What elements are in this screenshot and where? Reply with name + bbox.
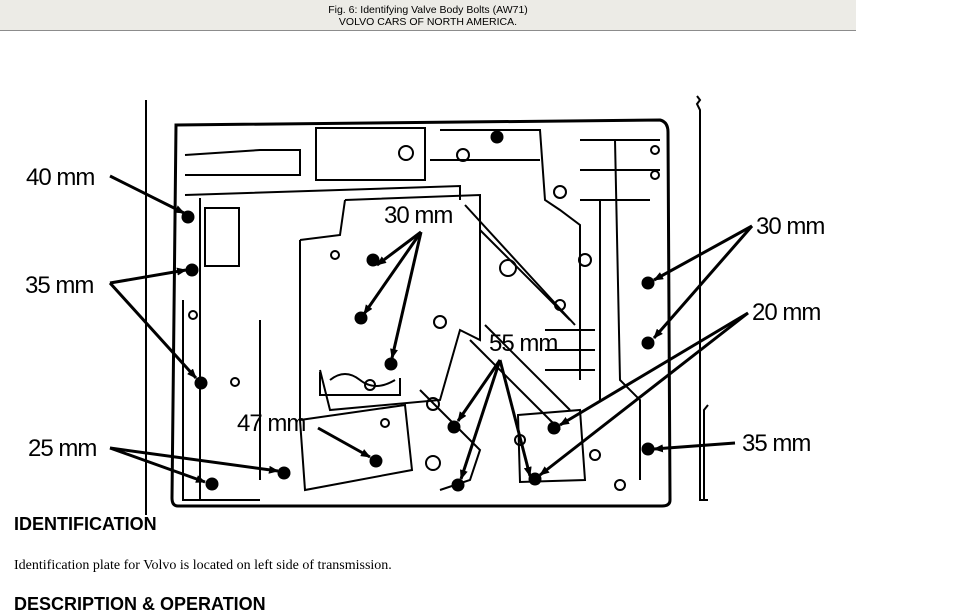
label-25mm: 25 mm: [28, 435, 96, 462]
label-30mm-center: 30 mm: [384, 202, 452, 229]
figure-caption-bar: Fig. 6: Identifying Valve Body Bolts (AW…: [0, 0, 856, 31]
label-55mm: 55 mm: [489, 330, 557, 357]
port-holes: [188, 145, 660, 491]
label-20mm: 20 mm: [752, 299, 820, 326]
figure-caption-title: Fig. 6: Identifying Valve Body Bolts (AW…: [328, 4, 528, 16]
label-35mm-right: 35 mm: [742, 430, 810, 457]
label-35mm-left: 35 mm: [25, 272, 93, 299]
label-30mm-right: 30 mm: [756, 213, 824, 240]
identification-heading: IDENTIFICATION: [14, 514, 157, 534]
valve-body-outline: [145, 95, 709, 515]
leader-arrows: [108, 174, 754, 484]
bolt-markers: [181, 130, 655, 492]
identification-text: Identification plate for Volvo is locate…: [14, 558, 392, 573]
label-40mm: 40 mm: [26, 164, 94, 191]
figure-caption-credit: VOLVO CARS OF NORTH AMERICA.: [338, 16, 518, 28]
dimension-labels: 40 mm 35 mm 25 mm 30 mm 47 mm 55 mm 30 m…: [25, 164, 825, 462]
label-47mm: 47 mm: [237, 410, 305, 437]
description-heading: DESCRIPTION & OPERATION: [14, 594, 266, 614]
